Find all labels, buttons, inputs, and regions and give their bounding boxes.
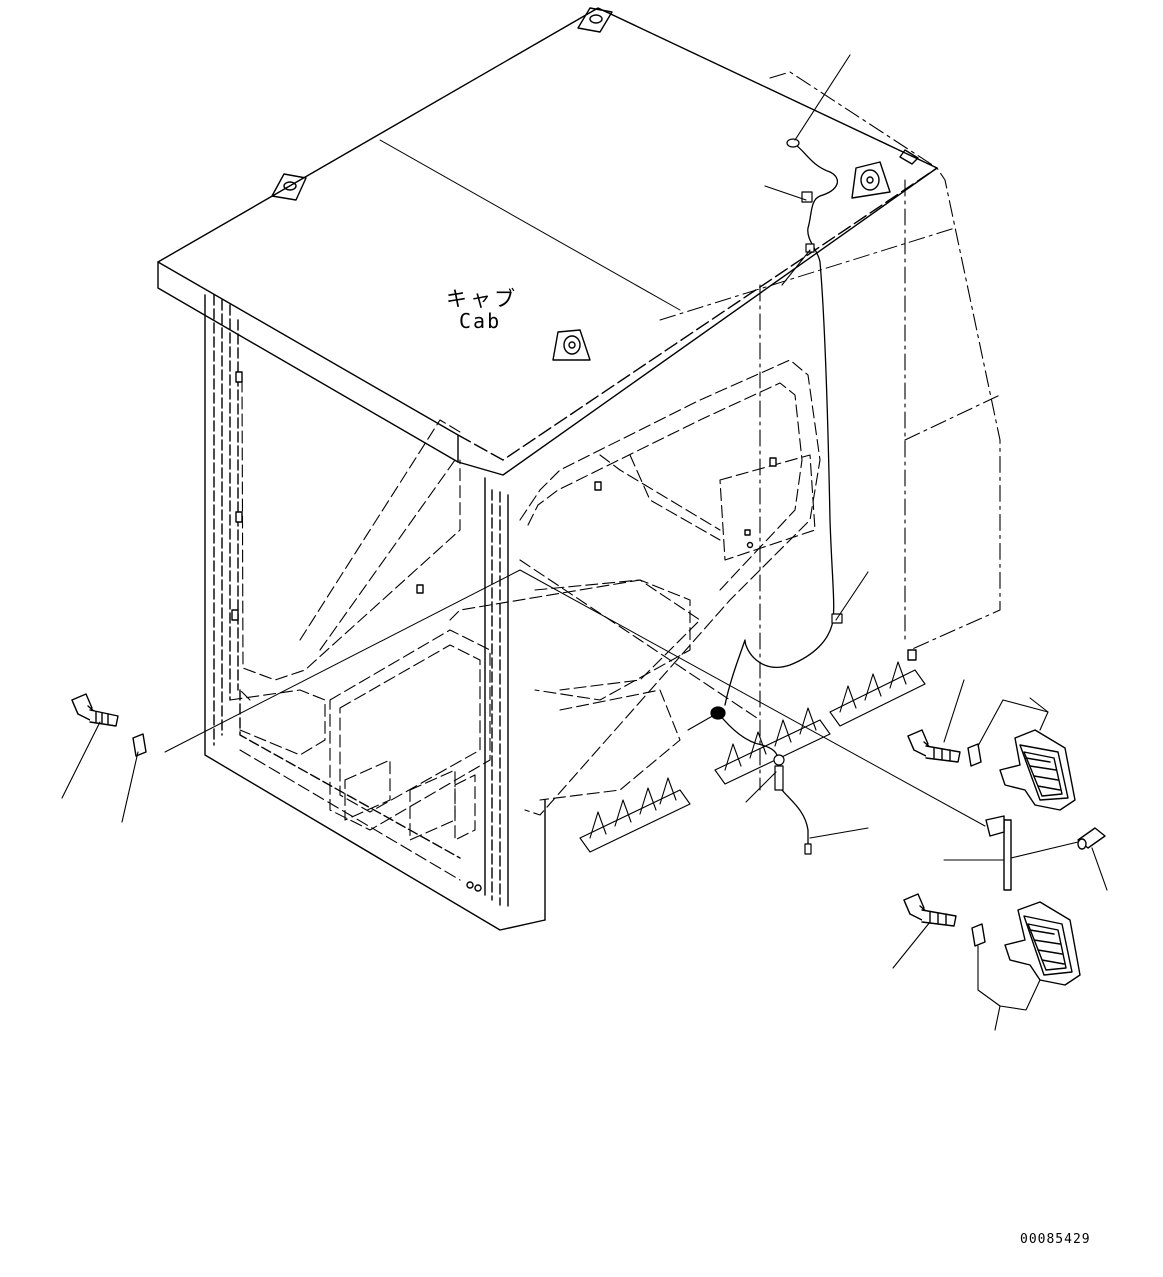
washer-left — [132, 733, 147, 757]
leader-lines — [61, 54, 1108, 1031]
frame-fasteners — [231, 371, 917, 892]
mirror-lower — [1004, 901, 1081, 986]
drawing-number: 00085429 — [1020, 1232, 1091, 1247]
inner-frame — [229, 359, 821, 881]
bolt-lower — [903, 893, 957, 927]
wiring-harness — [717, 142, 839, 851]
lift-eye-top — [577, 7, 613, 33]
harness-clamps — [710, 138, 843, 855]
front-pillar — [484, 477, 546, 921]
bolt-left — [71, 693, 119, 727]
rear-panel — [659, 71, 1001, 791]
mirror-stay — [985, 815, 1012, 891]
lift-eye-right — [851, 161, 891, 199]
mirror-upper — [999, 729, 1076, 811]
washer-lower — [971, 923, 986, 947]
bolt-upper — [907, 729, 961, 763]
washer-upper — [967, 743, 982, 767]
mounting-brackets — [579, 661, 926, 853]
reference-line-pin — [1010, 841, 1079, 859]
cab-roof — [157, 7, 938, 476]
assembly-label-english: Cab — [459, 309, 502, 333]
left-pillar — [204, 294, 546, 931]
assembly-label-japanese: キャブ — [446, 287, 518, 311]
lift-eye-left — [271, 173, 307, 201]
lift-eye-front — [552, 329, 591, 361]
reference-line — [164, 569, 986, 827]
pin — [1077, 827, 1106, 850]
